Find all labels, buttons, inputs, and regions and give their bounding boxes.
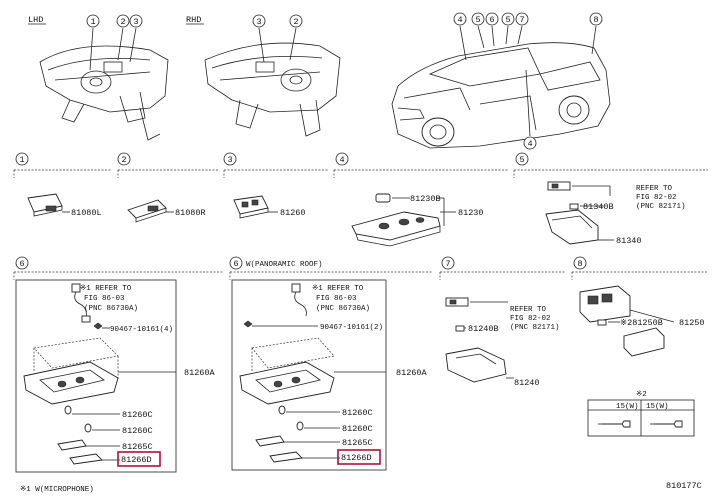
s6b-console-illustration bbox=[239, 337, 335, 463]
part-81240B-label: 81240B bbox=[468, 324, 499, 334]
s6a-screw-icon bbox=[93, 322, 103, 330]
section-3-marker: 3 bbox=[228, 155, 233, 165]
s6b-highlight-box bbox=[337, 449, 381, 465]
section-6b-marker: 6 bbox=[234, 259, 239, 269]
callout-2-lhd bbox=[116, 14, 130, 28]
s5-refer-line-1: REFER TO bbox=[636, 185, 673, 193]
part-81230-illustration bbox=[351, 193, 441, 247]
s6a-panel bbox=[15, 279, 177, 473]
rhd-label: RHD bbox=[186, 15, 201, 25]
part-81230-label: 81230 bbox=[458, 208, 484, 218]
part-81080L-label: 81080L bbox=[71, 208, 102, 218]
part-81340-label: 81340 bbox=[616, 236, 642, 246]
part-81340B-label: 81340B bbox=[583, 202, 614, 212]
part-81250-illustration bbox=[579, 285, 665, 357]
s6b-refer-line-2: FIG 86-03 bbox=[316, 295, 357, 303]
s6b-refer-line-1: ※1 REFER TO bbox=[312, 284, 364, 293]
part-81230B-label: 81230B bbox=[410, 194, 441, 204]
callout-2-rhd bbox=[289, 14, 303, 28]
part-81240-label: 81240 bbox=[514, 378, 540, 388]
vehicle-illustration bbox=[391, 42, 611, 149]
figure-code: 810177C bbox=[666, 481, 702, 491]
bulb-table: 15(W) 15(W) bbox=[587, 399, 695, 437]
lhd-dashboard-illustration bbox=[39, 45, 169, 141]
s6b-part-3: 81265C bbox=[342, 438, 373, 448]
s6a-screw-label: 90467-10161(4) bbox=[110, 326, 173, 334]
callout-3-lhd bbox=[129, 14, 143, 28]
s6b-part-4: 81266D bbox=[341, 453, 372, 463]
section-6a-marker: 6 bbox=[20, 259, 25, 269]
s7-refer-line-2: FIG 82-02 bbox=[510, 315, 551, 323]
part-81240-illustration bbox=[445, 297, 507, 383]
part-81250-label: 81250 bbox=[679, 318, 705, 328]
s5-refer-line-2: FIG 82-02 bbox=[636, 194, 677, 202]
part-81260-label: 81260 bbox=[280, 208, 306, 218]
callout-5-car: 5 bbox=[476, 15, 481, 25]
section-5-marker: 5 bbox=[520, 155, 525, 165]
s6a-main-label: 81260A bbox=[184, 368, 216, 378]
bulb-header-1: 15(W) bbox=[616, 403, 639, 411]
s6b-header: W(PANORAMIC ROOF) bbox=[246, 261, 323, 269]
bulb-icon-2 bbox=[650, 420, 683, 428]
s6a-part-3: 81265C bbox=[122, 442, 153, 452]
s6a-footnote: ※1 W(MICROPHONE) bbox=[20, 485, 94, 494]
s6b-part-1: 81260C bbox=[342, 408, 373, 418]
bulb-icon-1 bbox=[598, 420, 631, 428]
s7-refer-line-3: (PNC 82171) bbox=[510, 324, 560, 332]
callout-1-lhd-label: 1 bbox=[91, 17, 96, 27]
s6a-part-1: 81260C bbox=[122, 410, 153, 420]
s6a-highlight-box bbox=[117, 451, 161, 467]
callout-7-car: 7 bbox=[520, 15, 525, 25]
s6b-refer-line-3: (PNC 86730A) bbox=[316, 305, 370, 313]
s6b-screw-label: 90467-10161(2) bbox=[320, 324, 383, 332]
callout-6-car: 6 bbox=[490, 15, 495, 25]
section-7-marker: 7 bbox=[446, 259, 451, 269]
callout-2-rhd-label: 2 bbox=[294, 17, 299, 27]
s6b-main-label: 81260A bbox=[396, 368, 428, 378]
part-81080R-illustration bbox=[127, 199, 167, 223]
section-4-marker: 4 bbox=[340, 155, 345, 165]
bulb-table-note: ※2 bbox=[636, 390, 647, 399]
callout-5b-car: 5 bbox=[506, 15, 511, 25]
s6a-refer-line-1: ※1 REFER TO bbox=[80, 284, 132, 293]
s6b-panel bbox=[231, 279, 387, 471]
s6b-part-2: 81260C bbox=[342, 424, 373, 434]
callout-8-car: 8 bbox=[594, 15, 599, 25]
callout-2-lhd-label: 2 bbox=[121, 17, 126, 27]
section-1-marker: 1 bbox=[20, 155, 25, 165]
s6a-console-illustration bbox=[23, 337, 119, 465]
part-81080L-illustration bbox=[27, 193, 63, 217]
part-81340-illustration bbox=[545, 181, 599, 245]
section-8-marker: 8 bbox=[578, 259, 583, 269]
s5-refer-line-3: (PNC 82171) bbox=[636, 203, 686, 211]
section-row3-brackets: 6 6 W(PANORAMIC ROOF) 7 8 bbox=[13, 256, 708, 280]
callout-3-lhd-label: 3 bbox=[134, 17, 139, 27]
s6a-refer-line-3: (PNC 86730A) bbox=[84, 305, 138, 313]
callout-1-lhd bbox=[86, 14, 100, 28]
lhd-label: LHD bbox=[28, 15, 43, 25]
callout-4-car-top: 4 bbox=[458, 15, 463, 25]
s6b-microphone-illustration bbox=[291, 283, 307, 317]
bulb-header-2: 15(W) bbox=[646, 403, 669, 411]
s6a-refer-line-2: FIG 86-03 bbox=[84, 295, 125, 303]
part-81260-illustration bbox=[233, 195, 269, 219]
s6a-part-2: 81260C bbox=[122, 426, 153, 436]
s6a-microphone-illustration bbox=[71, 283, 91, 323]
s6a-part-4: 81266D bbox=[121, 455, 152, 465]
section-row2-brackets: 1 2 3 4 5 bbox=[13, 152, 708, 178]
callout-3-rhd bbox=[252, 14, 266, 28]
s6b-screw-icon bbox=[243, 320, 253, 328]
part-81080R-label: 81080R bbox=[175, 208, 206, 218]
callout-4-car-bottom: 4 bbox=[528, 139, 533, 149]
section-2-marker: 2 bbox=[122, 155, 127, 165]
callout-3-rhd-label: 3 bbox=[257, 17, 262, 27]
rhd-dashboard-illustration bbox=[204, 42, 341, 137]
s7-refer-line-1: REFER TO bbox=[510, 306, 547, 314]
part-81250B-label: ※281250B bbox=[620, 318, 663, 328]
